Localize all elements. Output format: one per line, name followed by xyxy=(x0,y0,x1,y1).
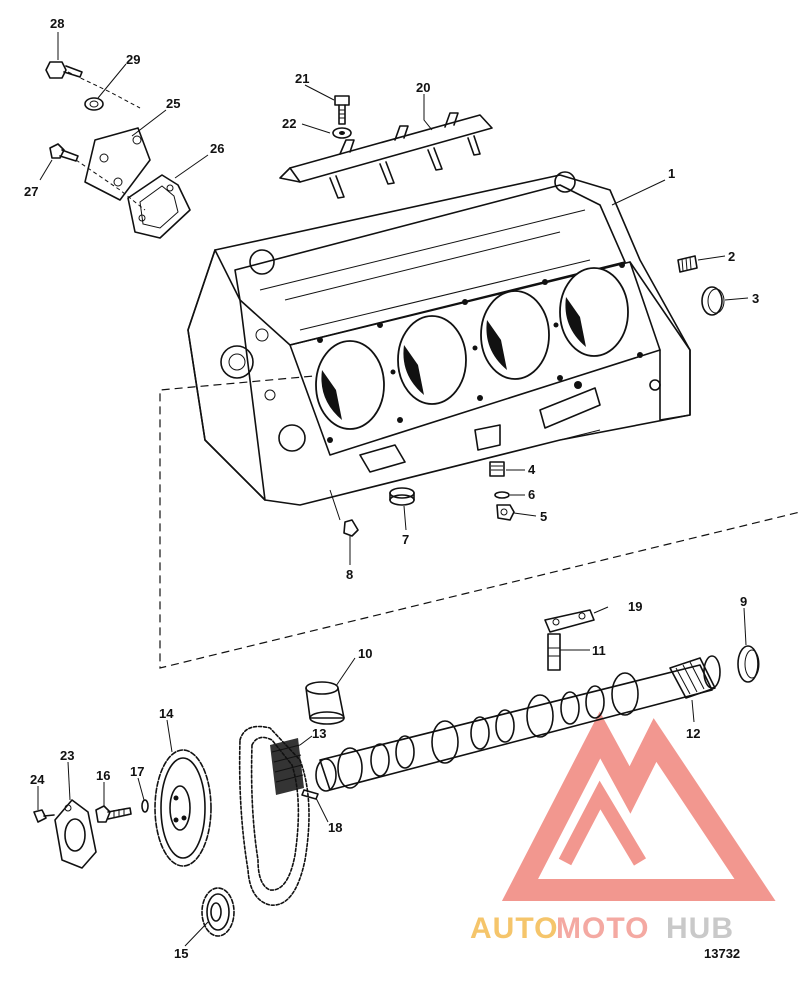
crankshaft-sprocket xyxy=(201,887,235,937)
callout-7: 7 xyxy=(402,532,409,547)
callout-23: 23 xyxy=(60,748,74,763)
callout-19: 19 xyxy=(628,599,642,614)
callout-18: 18 xyxy=(328,820,342,835)
callout-28: 28 xyxy=(50,16,64,31)
callout-11: 11 xyxy=(592,643,606,658)
oil-gallery-plug xyxy=(389,487,415,506)
callout-10: 10 xyxy=(358,646,372,661)
callout-labels: 1 2 3 4 5 6 7 8 9 10 11 12 13 14 15 16 1… xyxy=(24,16,759,961)
callout-20: 20 xyxy=(416,80,430,95)
cam-rear-bearing xyxy=(737,645,760,683)
camshaft-sprocket xyxy=(154,749,212,867)
drain-plug xyxy=(343,519,359,537)
callout-24: 24 xyxy=(30,772,45,787)
lifter-retainer xyxy=(544,609,595,633)
callout-9: 9 xyxy=(740,594,747,609)
callout-12: 12 xyxy=(686,726,700,741)
sprocket-bolt xyxy=(95,805,132,823)
rail-bolt xyxy=(334,95,350,125)
callout-27: 27 xyxy=(24,184,38,199)
lifter-guide-rail xyxy=(279,112,493,199)
sender xyxy=(496,504,515,521)
align-line-upper xyxy=(67,71,141,109)
figure-number: 13732 xyxy=(704,946,740,961)
watermark-part-auto: AUTO xyxy=(470,912,558,945)
callout-14: 14 xyxy=(159,706,174,721)
cover-washer xyxy=(84,97,104,111)
fuel-pump-cover-plate xyxy=(84,127,151,201)
callout-8: 8 xyxy=(346,567,353,582)
watermark-part-hub: HUB xyxy=(666,912,734,945)
callout-5: 5 xyxy=(540,509,547,524)
rail-washer xyxy=(332,127,352,139)
thrust-plate-screw xyxy=(33,809,55,823)
callout-1: 1 xyxy=(668,166,675,181)
callout-16: 16 xyxy=(96,768,110,783)
align-line-lower xyxy=(75,159,146,211)
watermark-logo-icon xyxy=(501,711,776,901)
watermark-text: AUTO MOTO HUB xyxy=(470,912,734,945)
head-bolt-holes xyxy=(317,262,643,443)
fuel-pump-cover-gasket xyxy=(127,174,191,239)
pipe-plug xyxy=(677,255,698,273)
engine-block xyxy=(187,171,691,506)
callout-17: 17 xyxy=(130,764,144,779)
timing-chain xyxy=(238,725,310,906)
callout-13: 13 xyxy=(312,726,326,741)
watermark-part-moto: MOTO xyxy=(556,912,649,945)
callout-15: 15 xyxy=(174,946,188,961)
core-plug xyxy=(701,286,725,316)
callout-22: 22 xyxy=(282,116,296,131)
callout-2: 2 xyxy=(728,249,735,264)
cover-bolt-upper xyxy=(45,61,83,79)
valve-lifter xyxy=(547,633,561,671)
callout-25: 25 xyxy=(166,96,180,111)
callout-3: 3 xyxy=(752,291,759,306)
o-ring xyxy=(494,491,510,499)
dowel-pin xyxy=(301,789,319,800)
dashed-group-outline xyxy=(159,374,800,669)
callout-4: 4 xyxy=(528,462,536,477)
fitting xyxy=(489,461,505,477)
leader-line xyxy=(329,489,341,521)
cover-bolt-lower xyxy=(49,143,79,162)
cam-bearing xyxy=(305,681,345,725)
thrust-plate xyxy=(54,799,97,869)
callout-29: 29 xyxy=(126,52,140,67)
sprocket-washer xyxy=(141,799,149,813)
camshaft xyxy=(315,655,721,792)
leader-lines xyxy=(37,32,749,947)
callout-21: 21 xyxy=(295,71,309,86)
callout-6: 6 xyxy=(528,487,535,502)
callout-26: 26 xyxy=(210,141,224,156)
